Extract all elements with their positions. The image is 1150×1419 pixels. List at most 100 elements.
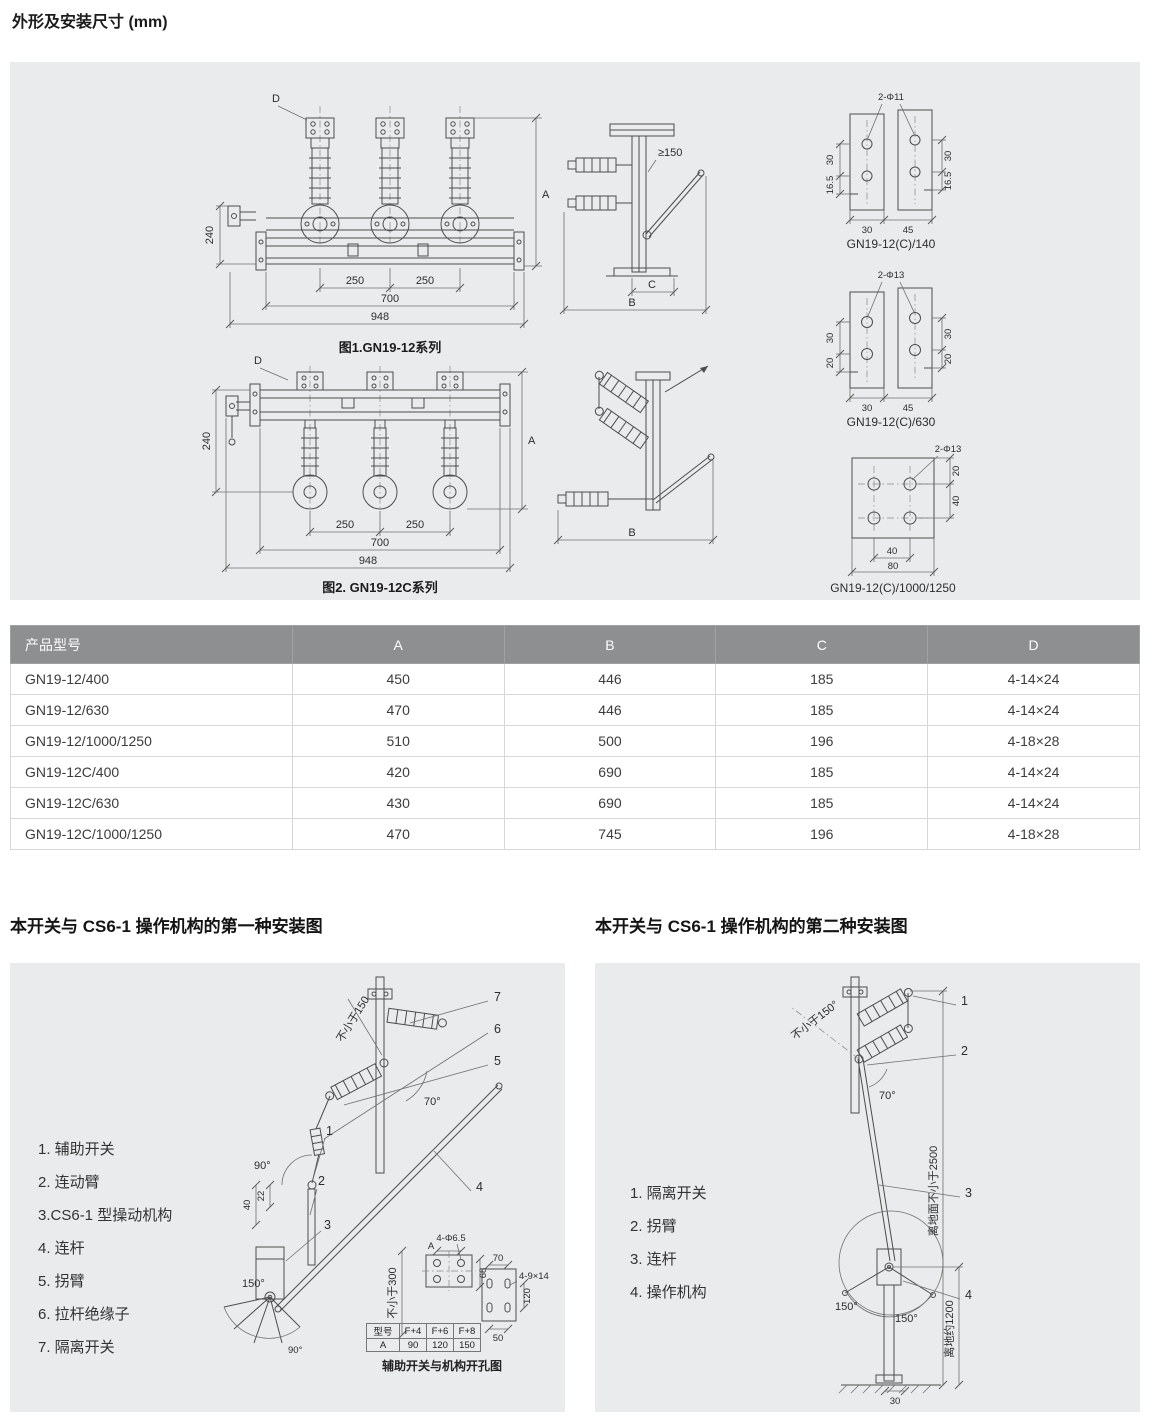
callout-1: 1 — [961, 994, 968, 1008]
dim-label-B: B — [628, 527, 635, 539]
dim-label-22: 22 — [256, 1191, 267, 1202]
dim-label-50: 50 — [493, 1333, 504, 1344]
install1-legend: 1. 辅助开关 2. 连动臂 3.CS6-1 型操动机构 4. 连杆 5. 拐臂… — [38, 1133, 172, 1364]
cell-model: GN19-12C/1000/1250 — [10, 818, 293, 850]
fig2-side-view: B — [553, 365, 718, 545]
cell-c: 196 — [715, 818, 929, 850]
mini-cell: F+8 — [453, 1323, 481, 1339]
install1-mechanism — [223, 1082, 503, 1344]
table-header-row: 产品型号 A B C D — [10, 625, 1140, 664]
dim-label-ge300: 不小于300 — [386, 1267, 399, 1318]
cell-d: 4-14×24 — [927, 694, 1140, 726]
col-header-d: D — [927, 625, 1140, 664]
legend-item: 7. 隔离开关 — [38, 1339, 115, 1356]
dim-label-1200: 离地约1200 — [942, 1300, 956, 1357]
install2-dimensions: 不小于150° 70° 150° 150° 离地面不小于2500 离地约1200… — [789, 986, 964, 1407]
legend-item: 4. 连杆 — [38, 1240, 85, 1257]
callout-2: 2 — [318, 1174, 325, 1188]
dim-label-68: 68 — [478, 1268, 489, 1279]
dim-label-D: D — [272, 93, 280, 105]
install1-hole-detail: 4-Φ6.5 A 68 70 4-9×14 120 — [422, 1233, 549, 1344]
dim-label-948: 948 — [371, 311, 389, 323]
cell-d: 4-18×28 — [927, 725, 1140, 757]
dim-label: 20 — [825, 358, 836, 369]
spec-table: 产品型号 A B C D GN19-12/400 450 446 185 4-1… — [10, 625, 1140, 850]
cell-c: 185 — [715, 694, 929, 726]
dim-label-90deg-b: 90° — [288, 1345, 303, 1356]
dim-label: 16.5 — [943, 172, 954, 191]
table-row: GN19-12C/400 420 690 185 4-14×24 — [10, 756, 1140, 788]
fig1-front-view: D 240 A 250 250 — [204, 93, 550, 355]
mount-title: GN19-12(C)/140 — [847, 237, 936, 251]
install-diagram-2-drawing: 不小于150° 70° 150° 150° 离地面不小于2500 离地约1200… — [789, 976, 972, 1407]
install2-switch-assembly — [790, 976, 913, 1262]
dim-label-250a: 250 — [336, 519, 354, 531]
table-row: GN19-12C/630 430 690 185 4-14×24 — [10, 787, 1140, 819]
hole-size-table: 型号 F+4 F+6 F+8 A 90 120 150 — [366, 1323, 481, 1352]
install1-callouts: 7 6 5 4 1 2 3 — [285, 990, 501, 1262]
dim-label-240: 240 — [204, 226, 216, 244]
dim-label-700: 700 — [371, 537, 389, 549]
install-diagram-1-panel: 不小于150 70° 90° 22 40 150° 90° 不小于300 — [10, 963, 565, 1412]
cell-c: 196 — [715, 725, 929, 757]
mini-cell: 120 — [426, 1338, 454, 1352]
hole-detail-caption: 辅助开关与机构开孔图 — [381, 1359, 502, 1373]
install2-legend: 1. 隔离开关 2. 拐臂 3. 连杆 4. 操作机构 — [630, 1177, 707, 1309]
dim-label-700: 700 — [381, 293, 399, 305]
dim-label-hole65: 4-Φ6.5 — [436, 1233, 465, 1244]
fig2-caption: 图2. GN19-12C系列 — [322, 580, 438, 595]
legend-item: 6. 拉杆绝缘子 — [38, 1306, 130, 1323]
dim-label: 45 — [903, 225, 914, 236]
dim-label: 80 — [888, 561, 899, 572]
cell-a: 510 — [291, 725, 505, 757]
col-header-model: 产品型号 — [10, 625, 293, 664]
dim-label-250b: 250 — [416, 275, 434, 287]
cell-c: 185 — [715, 663, 929, 695]
hole-label: 2-Φ13 — [935, 444, 962, 455]
dim-label-70deg: 70° — [424, 1096, 441, 1108]
col-header-b: B — [503, 625, 717, 664]
mounting-detail-1000: 2-Φ13 20 40 40 80 GN19-12(C)/1000/1250 — [830, 444, 962, 595]
dim-label-150deg-b: 150° — [895, 1313, 918, 1325]
dim-label-250a: 250 — [346, 275, 364, 287]
cell-b: 446 — [503, 663, 717, 695]
cell-d: 4-14×24 — [927, 756, 1140, 788]
dim-label: 30 — [862, 225, 873, 236]
outline-dimensions-drawing: D 240 A 250 250 — [201, 92, 962, 595]
cell-b: 745 — [503, 818, 717, 850]
dim-label: 40 — [887, 546, 898, 557]
mounting-detail-630: 2-Φ13 30 20 30 20 30 45 GN1 — [825, 270, 954, 429]
dim-label-ge150deg: 不小于150° — [789, 998, 841, 1043]
cell-d: 4-14×24 — [927, 787, 1140, 819]
callout-4: 4 — [965, 1288, 972, 1302]
dim-label-ge150: ≥150 — [658, 147, 682, 159]
cell-a: 470 — [291, 818, 505, 850]
dim-label: 45 — [903, 403, 914, 414]
mini-cell: 型号 — [366, 1323, 400, 1339]
dim-label: 16.5 — [825, 176, 836, 195]
legend-item: 3.CS6-1 型操动机构 — [38, 1207, 173, 1224]
cell-d: 4-18×28 — [927, 818, 1140, 850]
callout-2: 2 — [961, 1044, 968, 1058]
fig1-caption: 图1.GN19-12系列 — [339, 340, 442, 355]
mini-cell: 90 — [399, 1338, 427, 1352]
mount-title: GN19-12(C)/1000/1250 — [830, 581, 956, 595]
mounting-detail-140: 2-Φ11 30 16.5 30 16.5 30 45 — [825, 92, 954, 251]
dim-label-40: 40 — [242, 1200, 253, 1211]
fig2-front-view: D 240 A 250 250 — [201, 355, 536, 595]
legend-item: 2. 连动臂 — [38, 1174, 100, 1191]
dim-label-948: 948 — [359, 555, 377, 567]
hole-label: 2-Φ11 — [878, 92, 904, 103]
callout-7: 7 — [494, 990, 501, 1004]
cell-a: 420 — [291, 756, 505, 788]
dim-label-70deg: 70° — [879, 1090, 896, 1102]
cell-model: GN19-12C/630 — [10, 787, 293, 819]
dim-label-B: B — [628, 297, 635, 309]
dim-label-C: C — [648, 279, 656, 291]
callout-1: 1 — [326, 1124, 333, 1138]
legend-item: 1. 隔离开关 — [630, 1185, 707, 1202]
cell-b: 690 — [503, 756, 717, 788]
dim-label-A: A — [542, 189, 550, 201]
dim-label: 30 — [862, 403, 873, 414]
dim-label: 30 — [825, 333, 836, 344]
